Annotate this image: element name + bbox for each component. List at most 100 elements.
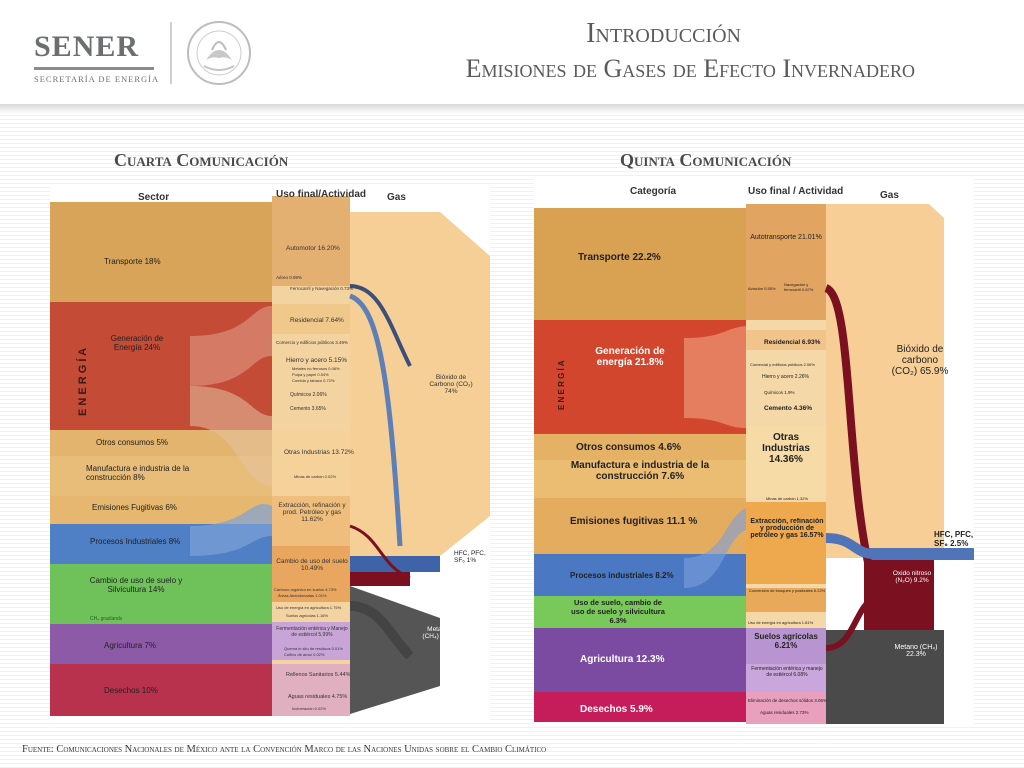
right-use-otras (746, 426, 826, 498)
left-use-hierro-label: Hierro y acero 5.15% (286, 357, 347, 364)
left-use-automotor (272, 196, 350, 286)
header-separator (170, 22, 172, 84)
left-sector-agricultura (50, 624, 272, 664)
source-footnote: Fuente: Comunicaciones Nacionales de Méx… (22, 744, 547, 755)
left-use-aguas-label: Aguas residuales 4.75% (288, 694, 347, 700)
left-col-gas: Gas (387, 192, 406, 203)
left-gas-hfc-label: HFC, PFC, SF₆ 1% (454, 550, 486, 564)
right-label-otros: Otros consumos 4.6% (576, 442, 681, 453)
left-use-bosques-label: Áreas Abandonadas 1.01% (278, 593, 327, 598)
left-use-fermentacion-label: Fermentación entérica y Manejo de estiér… (276, 626, 348, 638)
left-gas-n2o-label: Óxido nitroso (N₂O) 2% (410, 578, 452, 583)
left-use-minas-label: Minas de carbón 0.02% (294, 474, 336, 479)
left-sector-desechos (50, 664, 272, 716)
left-use-extraccion (272, 496, 350, 546)
left-sector-cambio (50, 564, 272, 624)
left-col-sector: Sector (138, 192, 169, 203)
left-use-cemento-label: Cemento 3.65% (290, 406, 326, 412)
left-label-fugitivas: Emisiones Fugitivas 6% (92, 503, 177, 512)
left-use-carbono-label: Carbono orgánico en suelos 4.73% (274, 587, 337, 592)
right-use-fermentacion (746, 664, 826, 692)
left-gas-ch4-label: Metano (CH₄) 23% (422, 626, 454, 640)
right-use-residencial-label: Residencial 6.93% (764, 339, 821, 346)
right-col-cat: Categoría (630, 186, 677, 197)
right-use-suelos-uso-label: Uso de energía en agricultura 1.81% (748, 620, 814, 625)
right-use-otras-label: Otras Industrias 14.36% (762, 432, 810, 465)
right-gas-ch4-label: Metano (CH₄) 22.3% (894, 644, 938, 658)
left-col-uso: Uso final/Actividad (276, 189, 366, 200)
right-sector-transporte (534, 208, 746, 320)
left-use-residencial (272, 304, 350, 334)
left-label-otros: Otros consumos 5% (96, 438, 168, 447)
left-gas-n2o-block (350, 572, 410, 586)
right-sankey-diagram: Categoría Uso final / Actividad Gas E N … (534, 178, 974, 724)
right-label-agricultura: Agricultura 12.3% (580, 654, 665, 665)
right-flow-line-1 (823, 284, 878, 590)
left-label-manufactura: Manufactura e industria de la construcci… (86, 464, 190, 482)
right-gas-n2o-block (864, 560, 934, 630)
right-sector-desechos (534, 692, 746, 722)
logo-name: SENER (34, 30, 140, 63)
left-flow-generacion (190, 306, 272, 386)
left-use-comida-label: Comida y tabaco 0.72% (292, 378, 335, 383)
left-use-quema-label: Quema in situ de residuos 0.01% (284, 646, 343, 651)
left-label-cambio-sub: CH₄ grazlands (90, 616, 123, 622)
left-heading: Cuarta Comunicación (114, 150, 289, 170)
right-use-conversion (746, 588, 826, 612)
right-flow-line-2 (825, 533, 875, 559)
right-use-eliminacion-label: Eliminación de desechos sólidos 3.06% (748, 698, 827, 703)
left-use-ferrocarril-label: Ferrocarril y Navegación 0.73% (290, 286, 353, 291)
left-use-cambio (272, 546, 350, 602)
page-title: Introducción (586, 18, 741, 49)
right-label-manufactura: Manufactura e industria de la construcci… (570, 460, 710, 482)
left-gas-co2-block (350, 212, 490, 556)
right-use-fermentacion-label: Fermentación entérica y manejo de estiér… (751, 666, 823, 678)
left-use-quimicos-label: Químicos 2.06% (290, 392, 327, 398)
logo-subtitle: SECRETARÍA DE ENERGÍA (34, 74, 160, 84)
right-sector-fugitivas (534, 498, 746, 554)
right-sector-agricultura (534, 628, 746, 692)
right-col-gas: Gas (880, 190, 899, 201)
left-use-suelos-agr-label: Suelos agrícolas 1.16% (286, 613, 328, 618)
left-sector-transporte (50, 202, 272, 302)
left-use-otras (272, 430, 350, 496)
right-sector-otros (534, 434, 746, 460)
right-use-conversion-label: Conversión de bosques y pastizales 6.22% (748, 588, 826, 593)
left-gas-co2-label: Bióxido de Carbono (CO₂) 74% (429, 374, 473, 395)
right-sector-manufactura (534, 460, 746, 498)
national-seal-icon (187, 21, 251, 85)
sener-logo: SENER SECRETARÍA DE ENERGÍA (34, 30, 159, 84)
right-col-uso: Uso final / Actividad (748, 186, 843, 197)
logo-divider (34, 67, 154, 70)
left-label-cambio: Cambio de uso de suelo y Silvicultura 14… (89, 576, 183, 594)
left-use-automotor-label: Automotor 16.20% (286, 245, 340, 252)
right-flow-procesos (684, 508, 746, 588)
right-label-generacion: Generación de energía 21.8% (595, 346, 665, 368)
left-flow-manufactura (190, 386, 272, 486)
right-gas-co2-label: Bióxido de carbono (CO₂) 65.9% (891, 344, 949, 377)
right-label-uso-suelo: Uso de suelo, cambio de uso de suelo y s… (571, 598, 665, 625)
page-header: SENER SECRETARÍA DE ENERGÍA Introducción… (0, 0, 1024, 108)
right-use-autotransporte-label: Autotransporte 21.01% (750, 234, 822, 241)
right-use-suelos (746, 628, 826, 664)
left-use-cultivo-label: Cultivo de arroz 0.02% (284, 652, 325, 657)
left-use-aereo-label: Aéreo 0.99% (276, 275, 302, 280)
right-use-extraccion (746, 502, 826, 584)
right-label-procesos: Procesos industriales 8.2% (570, 571, 674, 580)
left-label-agricultura: Agricultura 7% (104, 641, 156, 650)
right-label-desechos: Desechos 5.9% (580, 704, 653, 715)
right-gas-ch4-block (826, 630, 944, 724)
right-flow-line-3 (825, 595, 876, 651)
left-use-comercio-label: Comercio y edificios públicos 3.49% (276, 340, 348, 345)
left-flow-procesos (190, 503, 272, 556)
left-use-pulpa-label: Pulpa y papel 0.54% (292, 372, 329, 377)
right-use-extraccion-label: Extracción, refinación y producción de p… (750, 518, 824, 539)
right-use-quimicos-label: Químicos 1.9% (764, 390, 795, 395)
right-energia-label: E N E R G Í A (557, 360, 566, 410)
right-sector-uso-suelo (534, 596, 746, 628)
left-use-extraccion-label: Extracción, refinación y prod. Petróleo … (278, 502, 346, 523)
left-flow-line-3 (349, 524, 411, 580)
header-shadow (0, 104, 1024, 114)
right-gas-hfc-label: HFC, PFC, SF₆ 2.5% (934, 530, 974, 548)
left-energia-label: E N E R G Í A (76, 348, 89, 416)
